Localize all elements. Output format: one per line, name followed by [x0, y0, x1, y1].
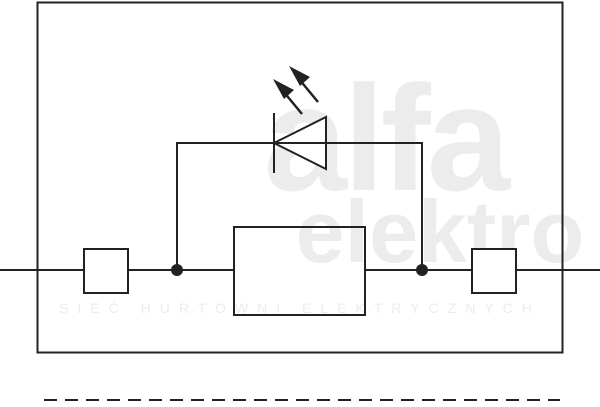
watermark-sub: elektro — [296, 182, 585, 281]
fuse-element — [233, 226, 366, 316]
watermark-logo: alfa elektro SIEĆ HURTOWNI ELEKTRYCZNYCH — [59, 54, 584, 316]
indicator-led — [271, 113, 327, 173]
led-branch-wire — [176, 142, 423, 270]
enclosure-frame — [36, 1, 564, 354]
watermark-tagline: SIEĆ HURTOWNI ELEKTRYCZNYCH — [59, 300, 541, 316]
right-terminal — [471, 248, 517, 294]
light-emission-arrows-icon — [273, 66, 319, 115]
left-terminal — [83, 248, 129, 294]
